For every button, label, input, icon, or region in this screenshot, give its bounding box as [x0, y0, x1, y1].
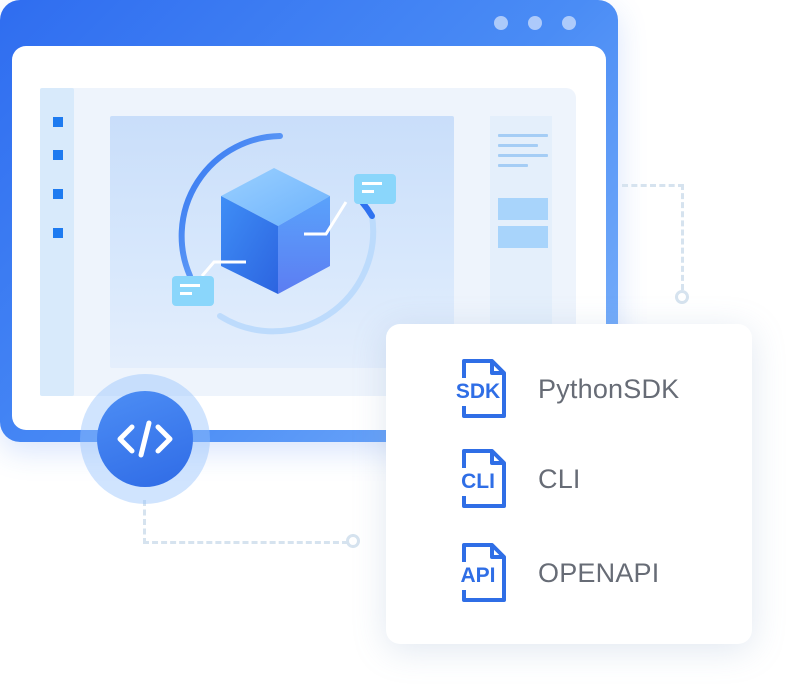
- window-dot-icon: [528, 16, 542, 30]
- cli-icon-text: CLI: [461, 470, 495, 493]
- connector-end-icon: [675, 290, 689, 304]
- connector-line: [681, 184, 684, 290]
- panel-text-line: [498, 134, 548, 137]
- api-icon-text: API: [460, 564, 496, 587]
- panel-text-line: [498, 164, 528, 167]
- tool-label-cli: CLI: [538, 463, 581, 494]
- connector-line: [143, 541, 348, 544]
- code-brackets-icon: [117, 420, 173, 458]
- cli-file-icon: CLI: [452, 448, 508, 510]
- panel-block: [498, 226, 548, 248]
- sidebar-item-icon: [53, 150, 63, 160]
- panel-block: [498, 198, 548, 220]
- tool-label-pythonsdk: PythonSDK: [538, 373, 680, 404]
- tool-label-openapi: OPENAPI: [538, 557, 660, 588]
- window-dot-icon: [562, 16, 576, 30]
- tool-item-api[interactable]: API OPENAPI: [452, 542, 712, 604]
- api-file-icon: API: [452, 542, 508, 604]
- tool-item-cli[interactable]: CLI CLI: [452, 448, 712, 510]
- connector-end-icon: [346, 534, 360, 548]
- panel-text-line: [498, 154, 548, 157]
- panel-text-line: [498, 144, 538, 147]
- tools-card: [386, 324, 752, 644]
- sidebar-item-icon: [53, 189, 63, 199]
- window-dot-icon: [494, 16, 508, 30]
- sdk-file-icon: SDK: [452, 358, 508, 420]
- tool-item-sdk[interactable]: SDK PythonSDK: [452, 358, 712, 420]
- sdk-icon-text: SDK: [455, 380, 501, 403]
- sidebar-item-icon: [53, 228, 63, 238]
- cube-icon: [172, 133, 396, 335]
- connector-line: [622, 184, 684, 187]
- sidebar-item-icon: [53, 117, 63, 127]
- code-button[interactable]: [97, 391, 193, 487]
- sidebar-rail: [40, 88, 74, 396]
- connector-line: [143, 500, 146, 544]
